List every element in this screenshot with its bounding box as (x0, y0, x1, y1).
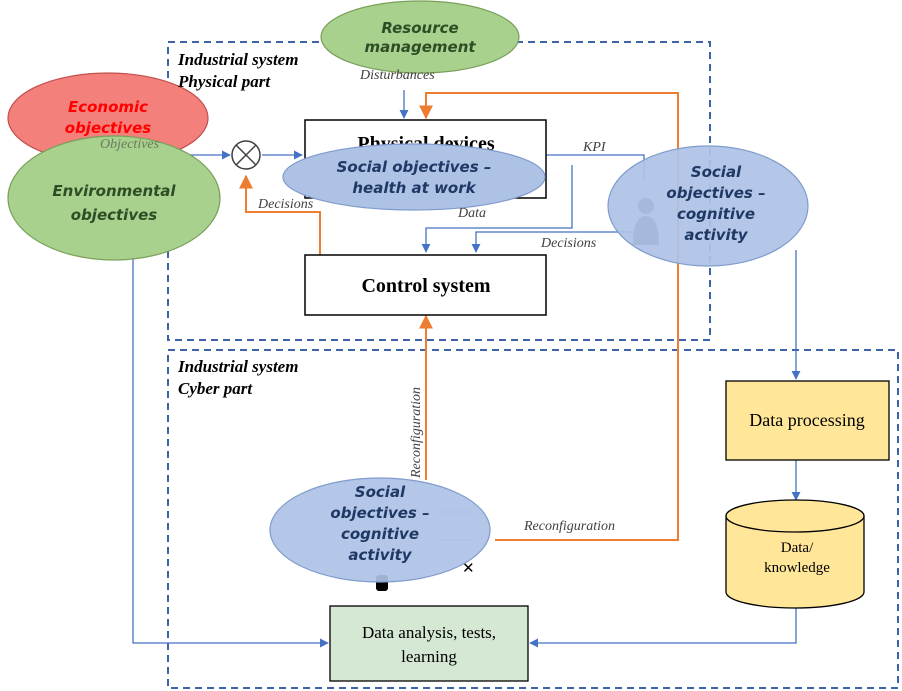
control-system-label: Control system (361, 275, 490, 297)
text-line: objectives (71, 206, 158, 224)
text-line: activity (348, 546, 412, 564)
data-knowledge-cylinder: Data/knowledge (725, 499, 865, 609)
decisions-right-label: Decisions (540, 236, 597, 251)
text-line: Cyber part (178, 379, 253, 398)
text-line: Social (355, 483, 406, 501)
text-line: Industrial system (177, 50, 298, 69)
text-line: Social objectives – (337, 158, 492, 176)
kpi-label: KPI (582, 140, 607, 155)
objectives-label: Objectives (100, 137, 160, 152)
data-analysis-label: Data analysis, tests, learning (362, 623, 496, 666)
reconfiguration-horizontal-label: Reconfiguration (523, 519, 615, 534)
text-line: management (364, 38, 476, 56)
disturbances-label: Disturbances (359, 68, 435, 83)
decisions-left-label: Decisions (257, 197, 314, 212)
text-line: objectives (65, 119, 152, 137)
text-line: Data analysis, tests, (362, 623, 496, 642)
summing-junction-icon (231, 140, 261, 170)
control-system-box: Control system (304, 254, 547, 316)
text-line: Industrial system (177, 357, 298, 376)
social-health-ellipse: Social objectives – health at work (282, 143, 546, 211)
data-processing-box: Data processing (725, 380, 890, 461)
text-line: health at work (352, 179, 476, 197)
economic-objectives-ellipse: Economic objectives (7, 72, 209, 164)
svg-text:Social objectives –health at w: Social objectives – health at work (337, 158, 492, 197)
text-line: objectives – (330, 504, 429, 522)
text-line: cognitive (677, 205, 755, 223)
social-cognitive-top-ellipse: Social objectives – cognitive activity (607, 145, 809, 267)
text-line: Physical part (177, 72, 271, 91)
cyber-part-region (167, 349, 899, 689)
data-analysis-box: Data analysis, tests, learning (329, 605, 529, 682)
text-line: Economic (68, 98, 148, 116)
text-line: learning (401, 647, 457, 666)
text-line: Resource (381, 19, 458, 37)
social-cognitive-bottom-ellipse: Social objectives – cognitive activity (269, 477, 491, 583)
data-knowledge-label: Data/knowledge (764, 540, 830, 576)
data-label: Data (457, 206, 486, 221)
text-line: Data/ (781, 540, 814, 556)
text-line: activity (684, 226, 748, 244)
orange-flows (239, 92, 679, 541)
text-line: Social (691, 163, 742, 181)
environmental-objectives-ellipse: Environmental objectives (7, 135, 221, 261)
text-line: Environmental (52, 182, 176, 200)
data-processing-label: Data processing (749, 410, 864, 430)
text-line: knowledge (764, 560, 830, 576)
reconfiguration-vertical-label: Reconfiguration (409, 387, 424, 479)
text-line: objectives – (666, 184, 765, 202)
text-line: cognitive (341, 525, 419, 543)
